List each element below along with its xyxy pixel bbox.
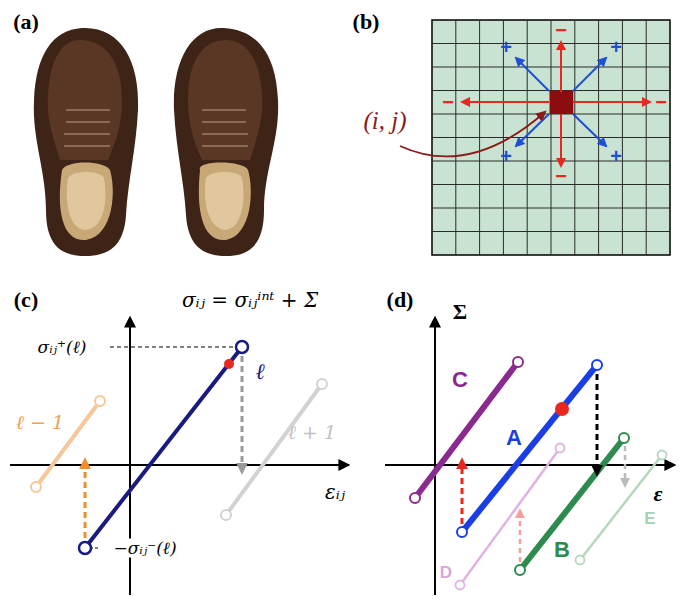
branch-label: ℓ + 1	[288, 423, 336, 442]
branch-label: ℓ − 1	[16, 413, 64, 432]
grid-line	[432, 208, 670, 209]
site-leader	[400, 112, 545, 156]
grid-line	[432, 184, 670, 185]
threshold-label: −σᵢⱼ⁻(ℓ)	[111, 539, 178, 558]
grid-line	[432, 231, 670, 232]
threshold-label: σᵢⱼ⁺(ℓ)	[38, 339, 87, 356]
grid-line	[646, 20, 647, 255]
sign-minus: −	[655, 92, 667, 112]
panel-letter: (d)	[387, 289, 414, 311]
branch-label: ℓ	[255, 361, 264, 383]
axis-label: εᵢⱼ	[325, 482, 345, 502]
grid-line	[432, 161, 670, 162]
site-square	[550, 91, 574, 115]
panel-letter: (b)	[353, 11, 380, 33]
sign-minus: −	[442, 92, 454, 112]
sign-minus: −	[555, 166, 567, 186]
sign-minus: −	[555, 20, 567, 40]
grid-line	[622, 20, 623, 255]
sign-plus: +	[610, 37, 622, 57]
axis-label: Σ	[453, 301, 467, 323]
grid-line	[574, 20, 575, 255]
grid-line	[432, 137, 670, 138]
panel-c-plot	[10, 318, 348, 595]
branch-letter: A	[506, 427, 522, 449]
sign-plus: +	[610, 146, 622, 166]
shoe-photo	[34, 28, 278, 256]
axis-label: ε	[653, 483, 662, 505]
lattice-grid	[432, 20, 670, 255]
branch-letter: E	[644, 510, 655, 527]
branch-letter: B	[554, 539, 570, 561]
branch-letter: D	[440, 564, 452, 581]
sign-plus: +	[500, 37, 512, 57]
panel-d-plot	[385, 318, 674, 595]
sign-plus: +	[500, 146, 512, 166]
axis-label: σᵢⱼ = σᵢⱼⁱⁿᵗ + Σ	[182, 290, 318, 310]
panel-letter: (a)	[13, 11, 39, 33]
panel-letter: (c)	[14, 289, 38, 311]
site-label: (i, j)	[363, 108, 406, 133]
branch-letter: C	[452, 369, 468, 391]
